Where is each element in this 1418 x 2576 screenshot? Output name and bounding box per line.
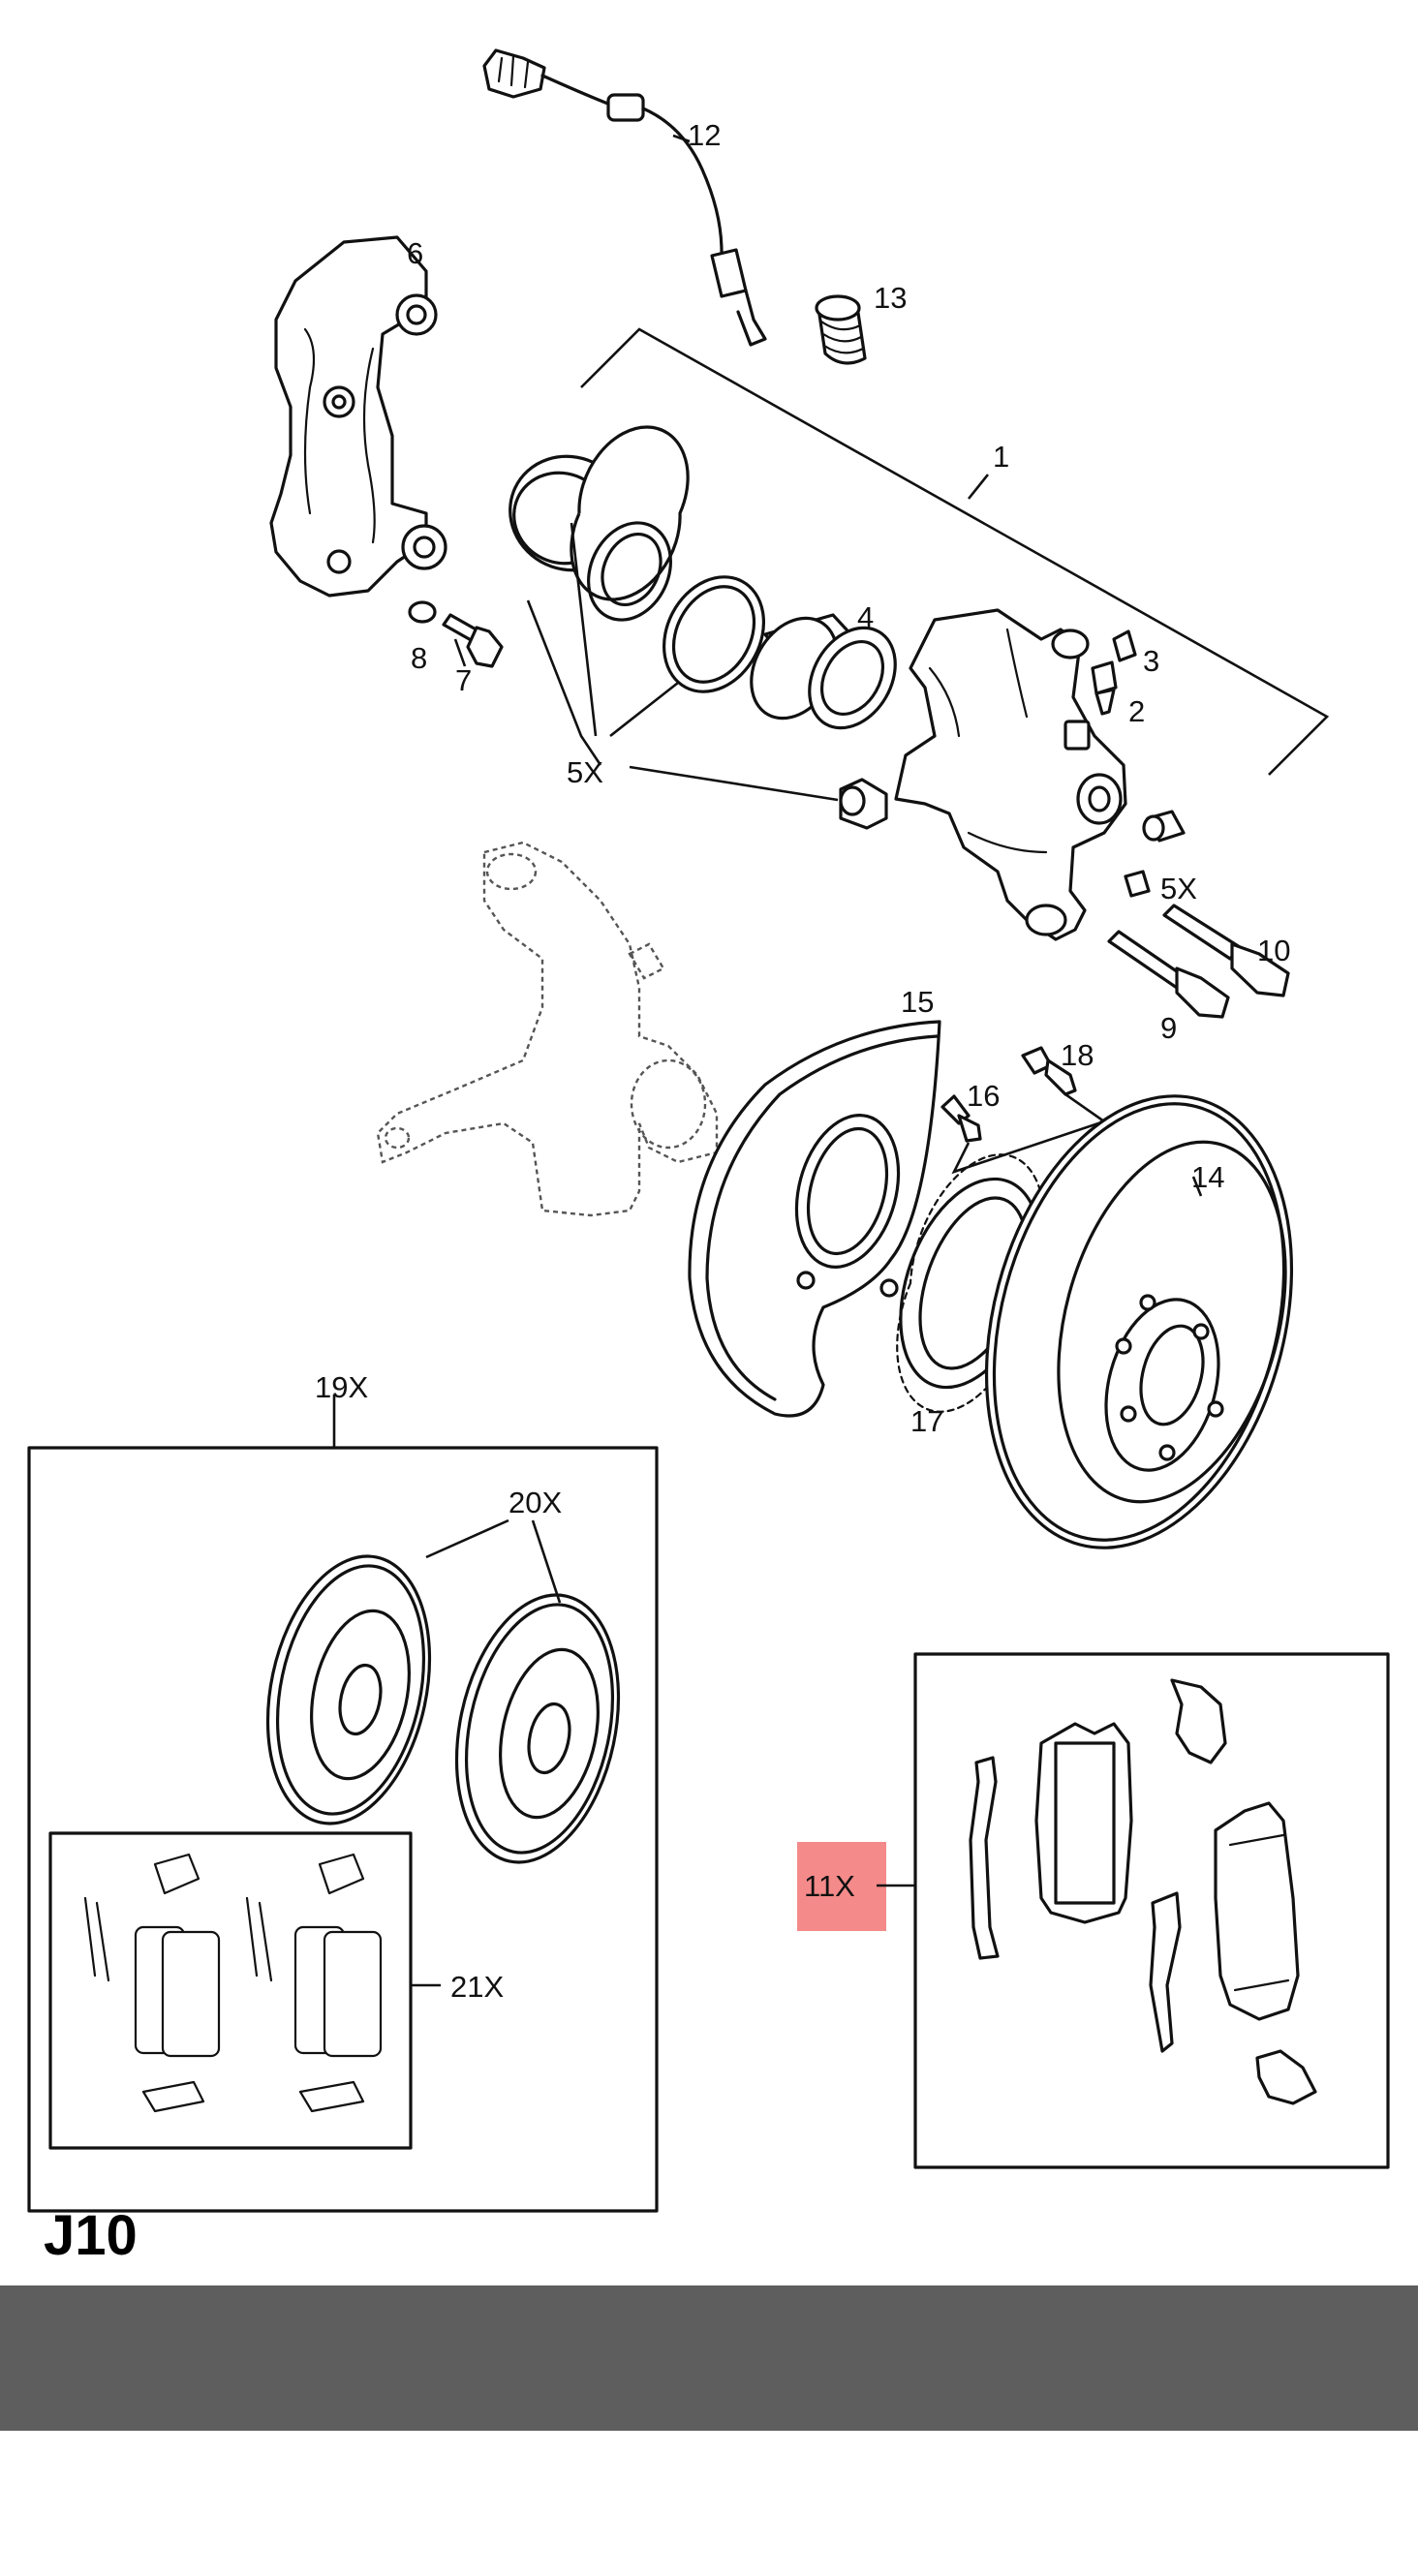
callout-4: 4 <box>857 600 874 634</box>
callout-20x: 20X <box>509 1486 562 1519</box>
callout-14: 14 <box>1191 1160 1224 1194</box>
pad-kit-right-part <box>245 1853 383 2113</box>
bushing-part <box>815 294 867 365</box>
brake-exploded-diagram: 12 13 6 1 4 3 2 8 7 5X 5X 10 9 15 18 16 … <box>27 48 1390 2213</box>
shield-bolt-part-18 <box>1021 1046 1077 1096</box>
seal-kit-part <box>509 425 766 693</box>
callout-17: 17 <box>910 1404 943 1438</box>
caliper-housing-part <box>894 608 1127 941</box>
callout-1: 1 <box>993 440 1009 474</box>
callout-16: 16 <box>967 1079 1000 1113</box>
callout-21x: 21X <box>450 1970 504 2004</box>
callout-8: 8 <box>411 641 427 675</box>
abs-sensor-part <box>482 48 767 347</box>
footer-bar: GENERAL MOTORS - 97201441 N - 11X <box>0 2285 1418 2533</box>
disc-set-right-part <box>454 1593 621 1864</box>
washer-part <box>408 600 437 624</box>
brake-disc-set-box <box>27 1446 659 2213</box>
brake-disc-part <box>984 1094 1294 1549</box>
shield-bolt-part-16 <box>940 1094 982 1143</box>
steering-knuckle-part <box>376 841 719 1217</box>
callout-10: 10 <box>1257 934 1290 967</box>
footer-text: GENERAL MOTORS - 97201441 N - 11X <box>171 2472 1279 2533</box>
brake-pad-part <box>969 1678 1317 2105</box>
guide-bushing-part <box>1124 810 1186 898</box>
bleeder-screw-part <box>1091 660 1118 716</box>
callout-19x: 19X <box>315 1370 368 1404</box>
callout-12: 12 <box>688 118 721 152</box>
callout-3: 3 <box>1143 644 1159 678</box>
callout-9: 9 <box>1160 1011 1177 1045</box>
pad-kit-left-part <box>83 1853 221 2113</box>
callout-13: 13 <box>874 281 907 315</box>
callout-11x: 11X <box>804 1869 855 1903</box>
page-label: J10 <box>44 2204 138 2267</box>
callout-5x-a: 5X <box>567 755 603 789</box>
dust-shield-part <box>688 1020 941 1418</box>
bleeder-cap-part <box>1112 629 1137 662</box>
callout-5x-b: 5X <box>1160 872 1197 905</box>
piston-part <box>750 613 897 730</box>
callout-7: 7 <box>455 663 472 697</box>
callout-18: 18 <box>1061 1038 1094 1072</box>
guide-pin-part-10 <box>1162 904 1290 997</box>
bolt-part-7 <box>442 613 504 668</box>
guide-pin-part-9 <box>1107 930 1230 1019</box>
callout-15: 15 <box>901 985 934 1019</box>
pad-kit-box <box>48 1831 413 2150</box>
callout-2: 2 <box>1128 694 1145 728</box>
highlight-11x <box>797 1842 886 1931</box>
disc-set-left-part <box>265 1554 432 1825</box>
guide-boot-part <box>839 778 888 830</box>
brake-pad-set-box <box>913 1652 1390 2169</box>
caliper-bracket-part <box>269 235 447 598</box>
callout-6: 6 <box>407 236 423 270</box>
